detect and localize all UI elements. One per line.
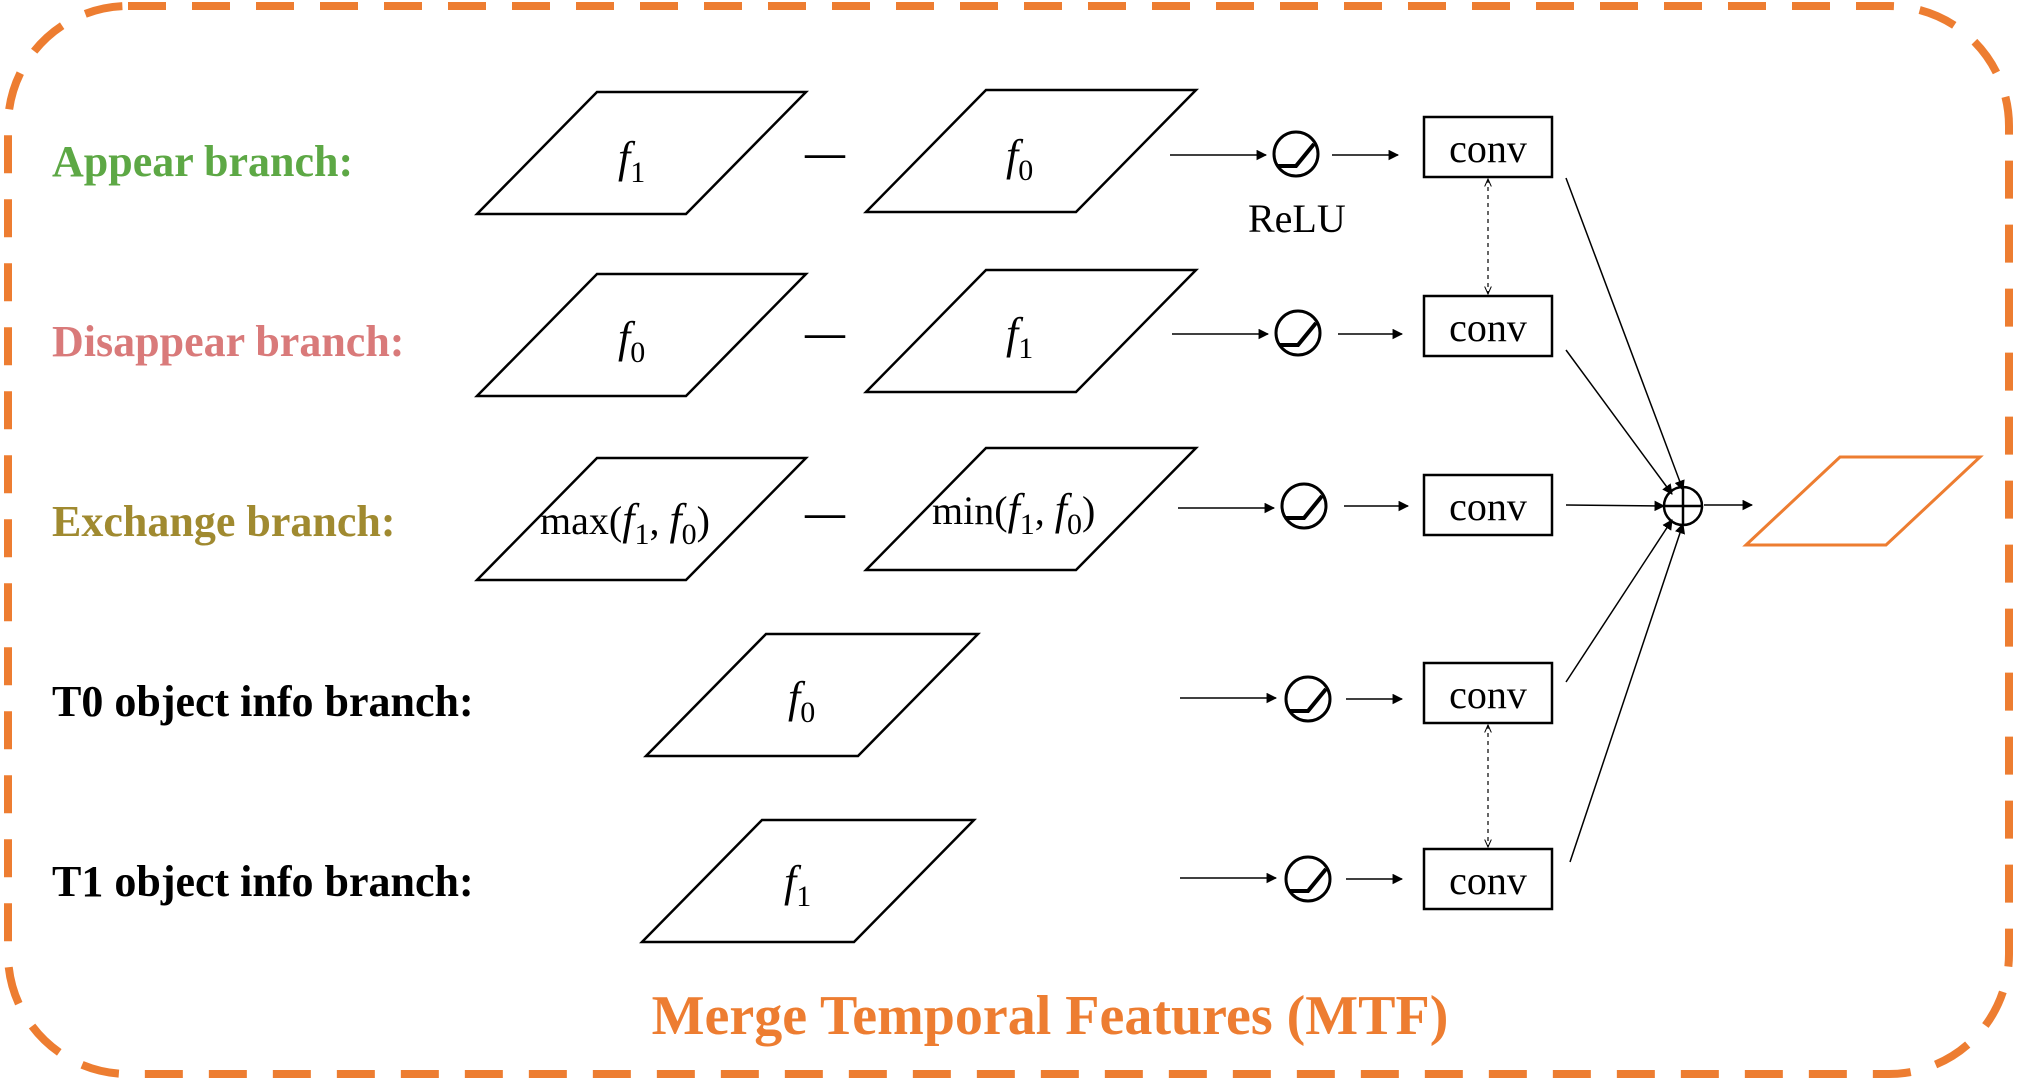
arrow-icon <box>1565 177 1685 491</box>
feature-appear-left-label: f1 <box>618 133 645 189</box>
conv-box-t0 <box>1422 661 1554 725</box>
branch-label-appear: Appear branch: <box>52 137 353 186</box>
relu-label: ReLU <box>1248 196 1346 241</box>
branch-label-exchange: Exchange branch: <box>52 497 395 546</box>
feature-appear-right-label: f0 <box>1006 131 1033 187</box>
feature-map-appear-left <box>474 90 809 216</box>
arrow-icon <box>1565 349 1673 495</box>
feature-exchange-right-label: min(f1, f0) <box>932 485 1095 541</box>
feature-map-disappear-right <box>863 268 1199 394</box>
arrow-icon <box>1569 523 1685 863</box>
feature-map-appear-right <box>863 88 1199 214</box>
conv-box-disappear <box>1422 294 1554 358</box>
relu-icon <box>1274 309 1322 357</box>
conv-label-t1: conv <box>1449 858 1527 903</box>
branch-label-t0: T0 object info branch: <box>52 677 474 726</box>
feature-map-exchange-left <box>474 456 809 582</box>
conv-label-t0: conv <box>1449 672 1527 717</box>
relu-icon <box>1280 482 1328 530</box>
feature-map-t0 <box>643 632 981 758</box>
feature-map-disappear-left <box>474 272 809 398</box>
relu-icon <box>1284 675 1332 723</box>
feature-exchange-left-label: max(f1, f0) <box>540 495 710 551</box>
relu-icon <box>1284 855 1332 903</box>
minus-sign-appear: — <box>804 130 846 175</box>
feature-map-exchange-right <box>863 446 1199 572</box>
feature-t0-label: f0 <box>788 673 815 729</box>
diagram-title: Merge Temporal Features (MTF) <box>652 985 1449 1047</box>
mtf-border <box>4 2 2013 1078</box>
arrow-icon <box>1565 500 1666 512</box>
feature-disappear-left-label: f0 <box>618 313 645 369</box>
branch-label-disappear: Disappear branch: <box>52 317 404 366</box>
conv-box-appear <box>1422 115 1554 179</box>
feature-disappear-right-label: f1 <box>1006 309 1033 365</box>
relu-icon <box>1272 130 1320 178</box>
output-feature-map-icon <box>1742 455 1984 547</box>
feature-map-t1 <box>639 818 977 944</box>
minus-sign-disappear: — <box>804 310 846 355</box>
conv-label-appear: conv <box>1449 126 1527 171</box>
minus-sign-exchange: — <box>804 490 846 535</box>
conv-label-disappear: conv <box>1449 305 1527 350</box>
sum-icon <box>1662 485 1704 527</box>
branch-label-t1: T1 object info branch: <box>52 857 474 906</box>
conv-box-t1 <box>1422 847 1554 911</box>
conv-box-exchange <box>1422 473 1554 537</box>
arrow-icon <box>1565 519 1673 683</box>
conv-label-exchange: conv <box>1449 484 1527 529</box>
feature-t1-label: f1 <box>784 857 811 913</box>
